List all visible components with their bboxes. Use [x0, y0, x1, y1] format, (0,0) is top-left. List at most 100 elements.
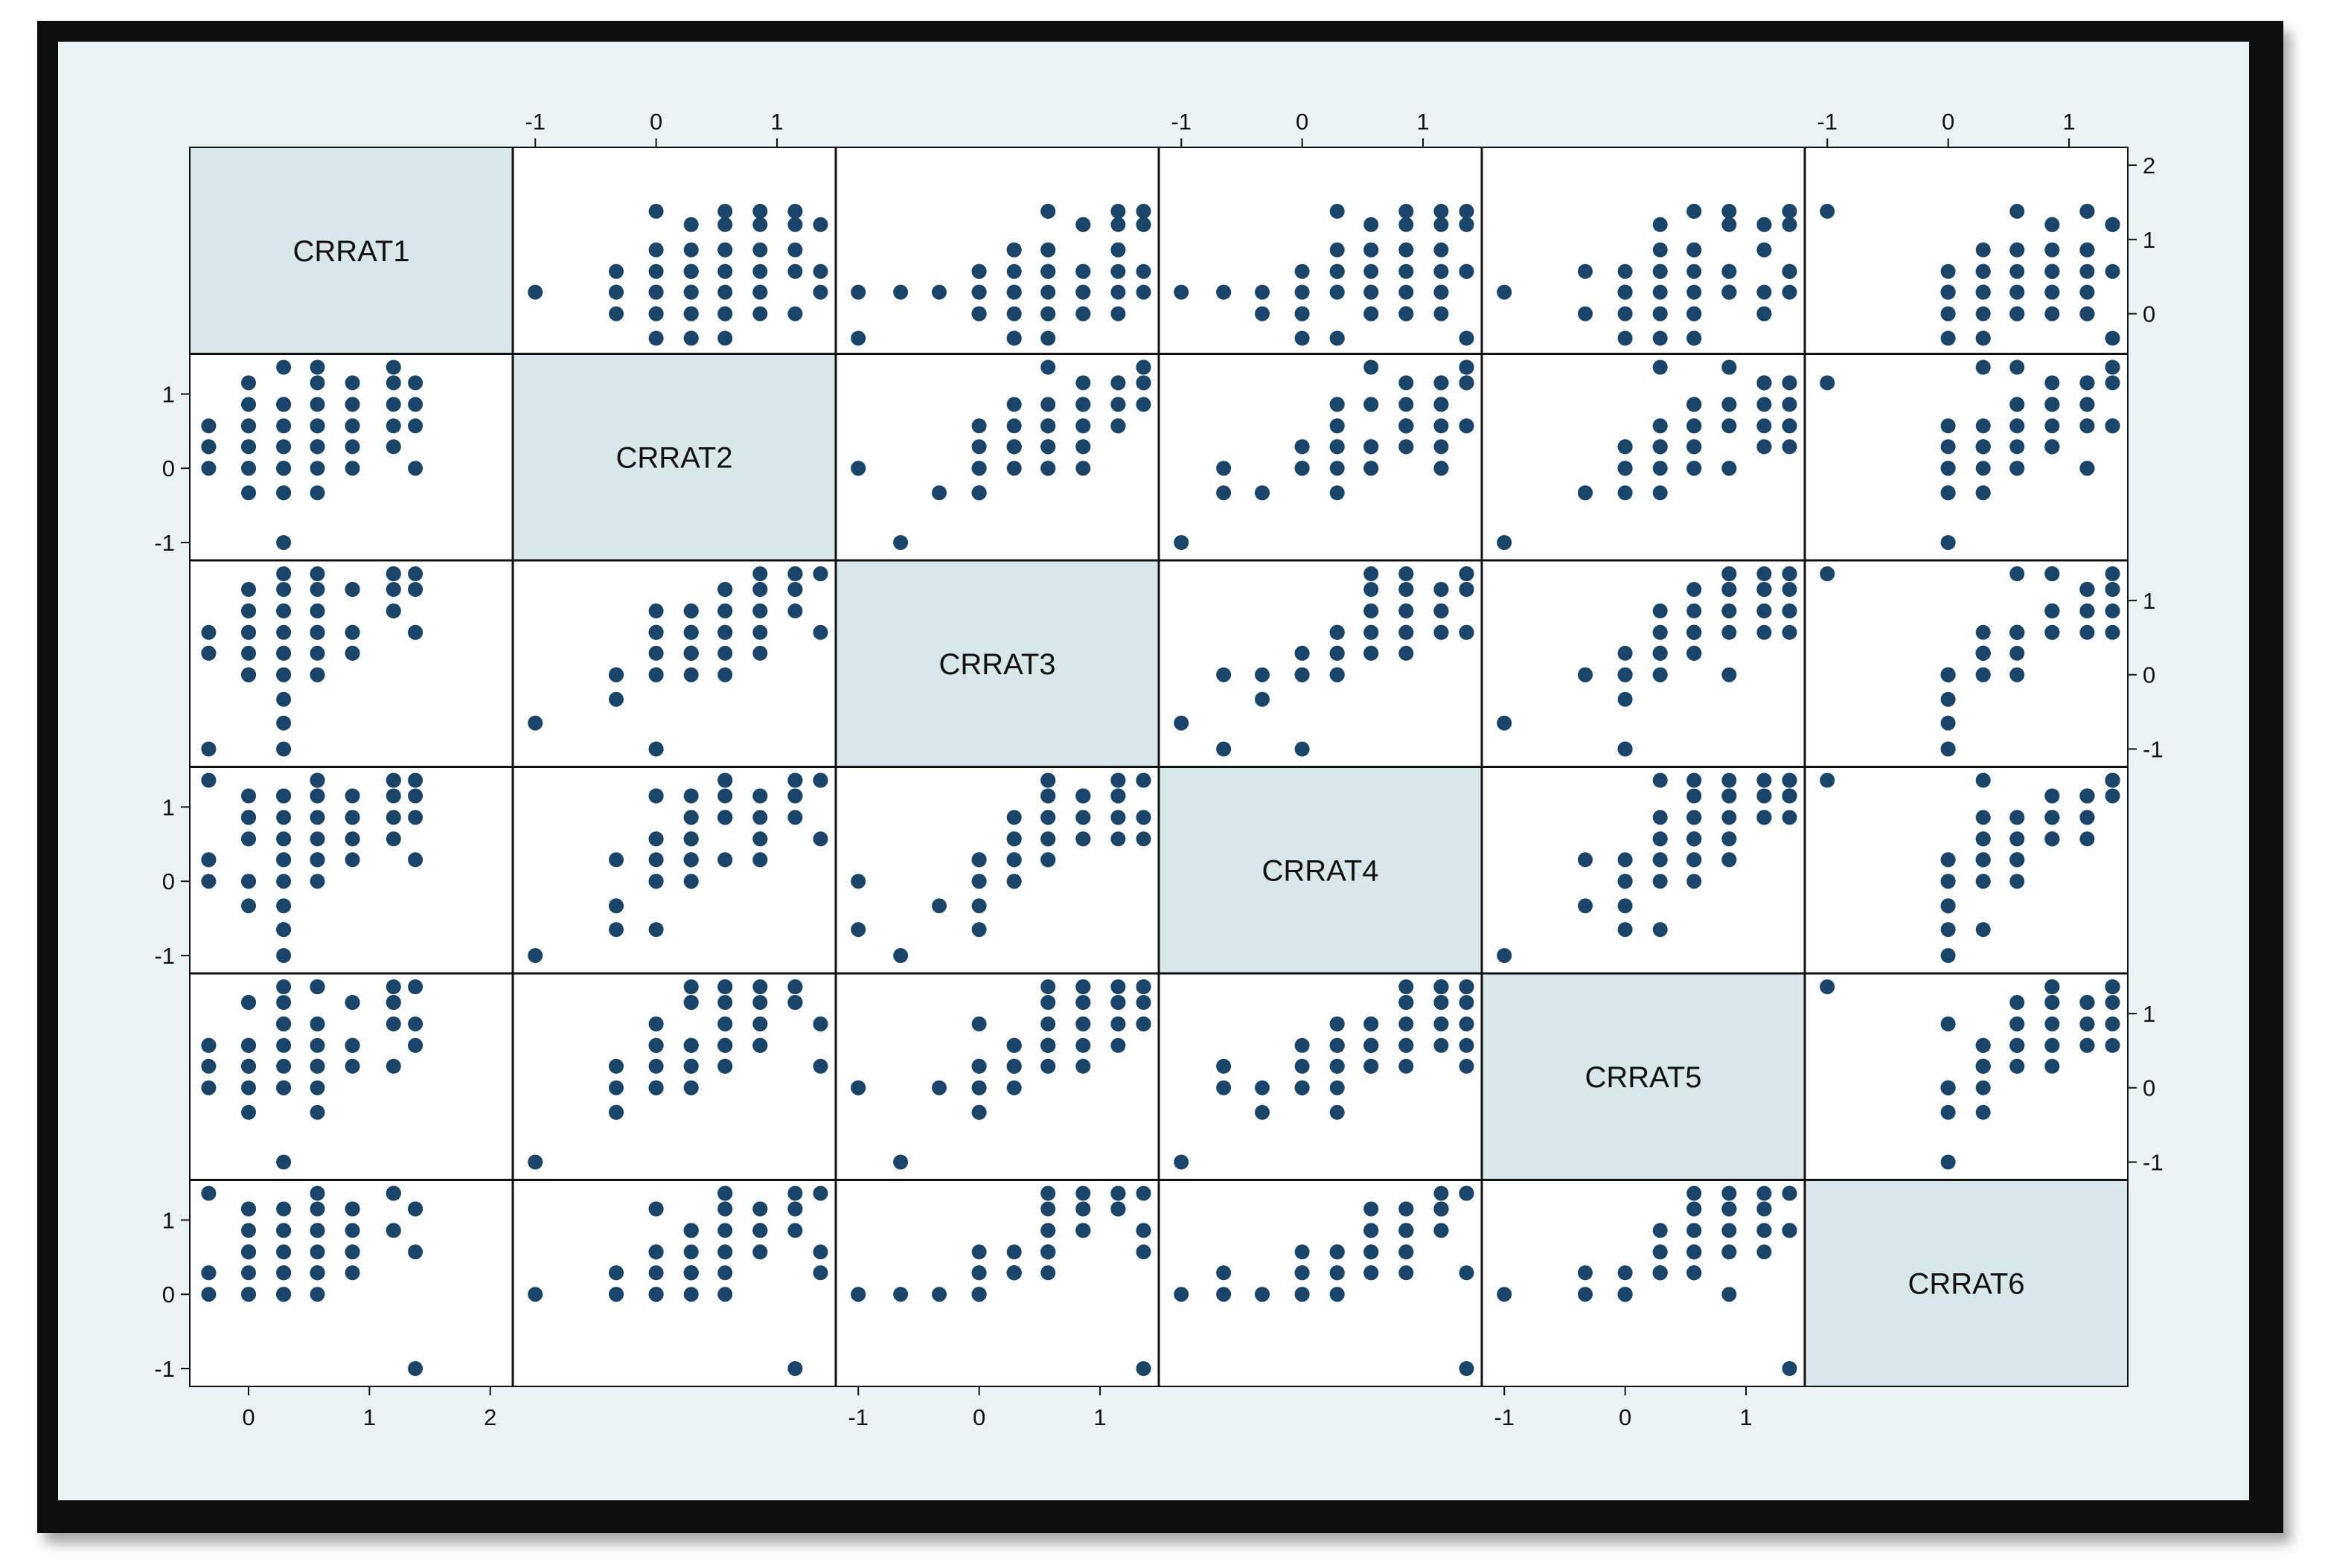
data-point	[1255, 1104, 1270, 1120]
data-point	[241, 375, 256, 391]
data-point	[717, 645, 733, 661]
data-point	[2009, 1037, 2025, 1053]
data-point	[386, 788, 401, 804]
data-point	[201, 1037, 217, 1053]
data-point	[683, 788, 699, 804]
data-point	[408, 375, 423, 391]
data-point	[528, 1287, 543, 1302]
y-tick-label: -1	[154, 530, 175, 556]
data-point	[1110, 1185, 1126, 1201]
data-point	[1294, 306, 1310, 321]
data-point	[1110, 1201, 1126, 1217]
data-point	[1136, 772, 1151, 788]
data-point	[345, 810, 360, 825]
x-tick-label: -1	[1171, 109, 1192, 135]
data-point	[1075, 439, 1091, 455]
y-tick-label: -1	[154, 1356, 175, 1382]
data-point	[408, 1244, 423, 1260]
y-tick-label: 1	[2143, 227, 2155, 253]
x-tick-label: 1	[1739, 1404, 1752, 1430]
data-point	[609, 306, 624, 321]
data-point	[2079, 375, 2095, 391]
data-point	[683, 852, 699, 868]
data-point	[1294, 667, 1310, 682]
data-point	[1294, 1265, 1310, 1281]
data-point	[1578, 263, 1593, 279]
data-point	[1255, 306, 1270, 321]
x-tick-label: -1	[848, 1404, 869, 1430]
data-point	[1433, 995, 1449, 1010]
data-point	[1329, 203, 1345, 219]
data-point	[310, 1287, 325, 1302]
data-point	[345, 1265, 360, 1281]
data-point	[310, 1058, 325, 1074]
data-point	[2105, 772, 2120, 788]
data-point	[386, 1016, 401, 1031]
data-point	[1782, 1185, 1797, 1201]
data-point	[752, 979, 768, 994]
data-point	[1820, 566, 1835, 581]
data-point	[1617, 691, 1633, 707]
y-tick-label: -1	[154, 943, 175, 969]
data-point	[1756, 242, 1772, 257]
data-point	[648, 788, 664, 804]
data-point	[1006, 1037, 1022, 1053]
data-point	[241, 1287, 256, 1302]
data-point	[276, 691, 292, 707]
data-point	[1940, 306, 1956, 321]
data-point	[1040, 1201, 1056, 1217]
variable-label-crrat5: CRRAT5	[1584, 1061, 1701, 1094]
y-tick-label: 1	[162, 1207, 175, 1233]
data-point	[813, 263, 828, 279]
data-point	[1433, 439, 1449, 455]
data-point	[1617, 852, 1633, 868]
data-point	[1006, 242, 1022, 257]
data-point	[1975, 624, 1991, 640]
data-point	[1398, 1265, 1414, 1281]
data-point	[2079, 242, 2095, 257]
data-point	[1782, 203, 1797, 219]
data-point	[609, 691, 624, 707]
data-point	[1363, 284, 1379, 300]
data-point	[1040, 461, 1056, 476]
x-tick-label: 1	[2062, 109, 2075, 135]
data-point	[241, 1223, 256, 1238]
data-point	[1721, 203, 1737, 219]
data-point	[276, 1037, 292, 1053]
data-point	[201, 645, 217, 661]
data-point	[1174, 284, 1189, 300]
data-point	[787, 603, 803, 618]
data-point	[1756, 810, 1772, 825]
data-point	[276, 535, 292, 550]
data-point	[971, 418, 987, 434]
data-point	[1136, 397, 1151, 412]
data-point	[276, 645, 292, 661]
data-point	[1433, 1185, 1449, 1201]
data-point	[648, 624, 664, 640]
data-point	[1075, 461, 1091, 476]
data-point	[2079, 263, 2095, 279]
data-point	[201, 772, 217, 788]
data-point	[386, 1223, 401, 1238]
data-point	[1329, 1244, 1345, 1260]
data-point	[1398, 203, 1414, 219]
data-point	[1110, 203, 1126, 219]
data-point	[1398, 375, 1414, 391]
data-point	[1363, 242, 1379, 257]
data-point	[1433, 624, 1449, 640]
data-point	[1652, 242, 1668, 257]
data-point	[408, 979, 423, 994]
data-point	[717, 1016, 733, 1031]
data-point	[201, 1080, 217, 1095]
data-point	[2079, 831, 2095, 847]
data-point	[717, 1244, 733, 1260]
data-point	[2009, 810, 2025, 825]
data-point	[276, 439, 292, 455]
data-point	[851, 330, 866, 346]
data-point	[1459, 566, 1474, 581]
x-tick-label: 0	[973, 1404, 985, 1430]
data-point	[2009, 439, 2025, 455]
data-point	[2044, 810, 2060, 825]
data-point	[241, 995, 256, 1010]
data-point	[2105, 624, 2120, 640]
